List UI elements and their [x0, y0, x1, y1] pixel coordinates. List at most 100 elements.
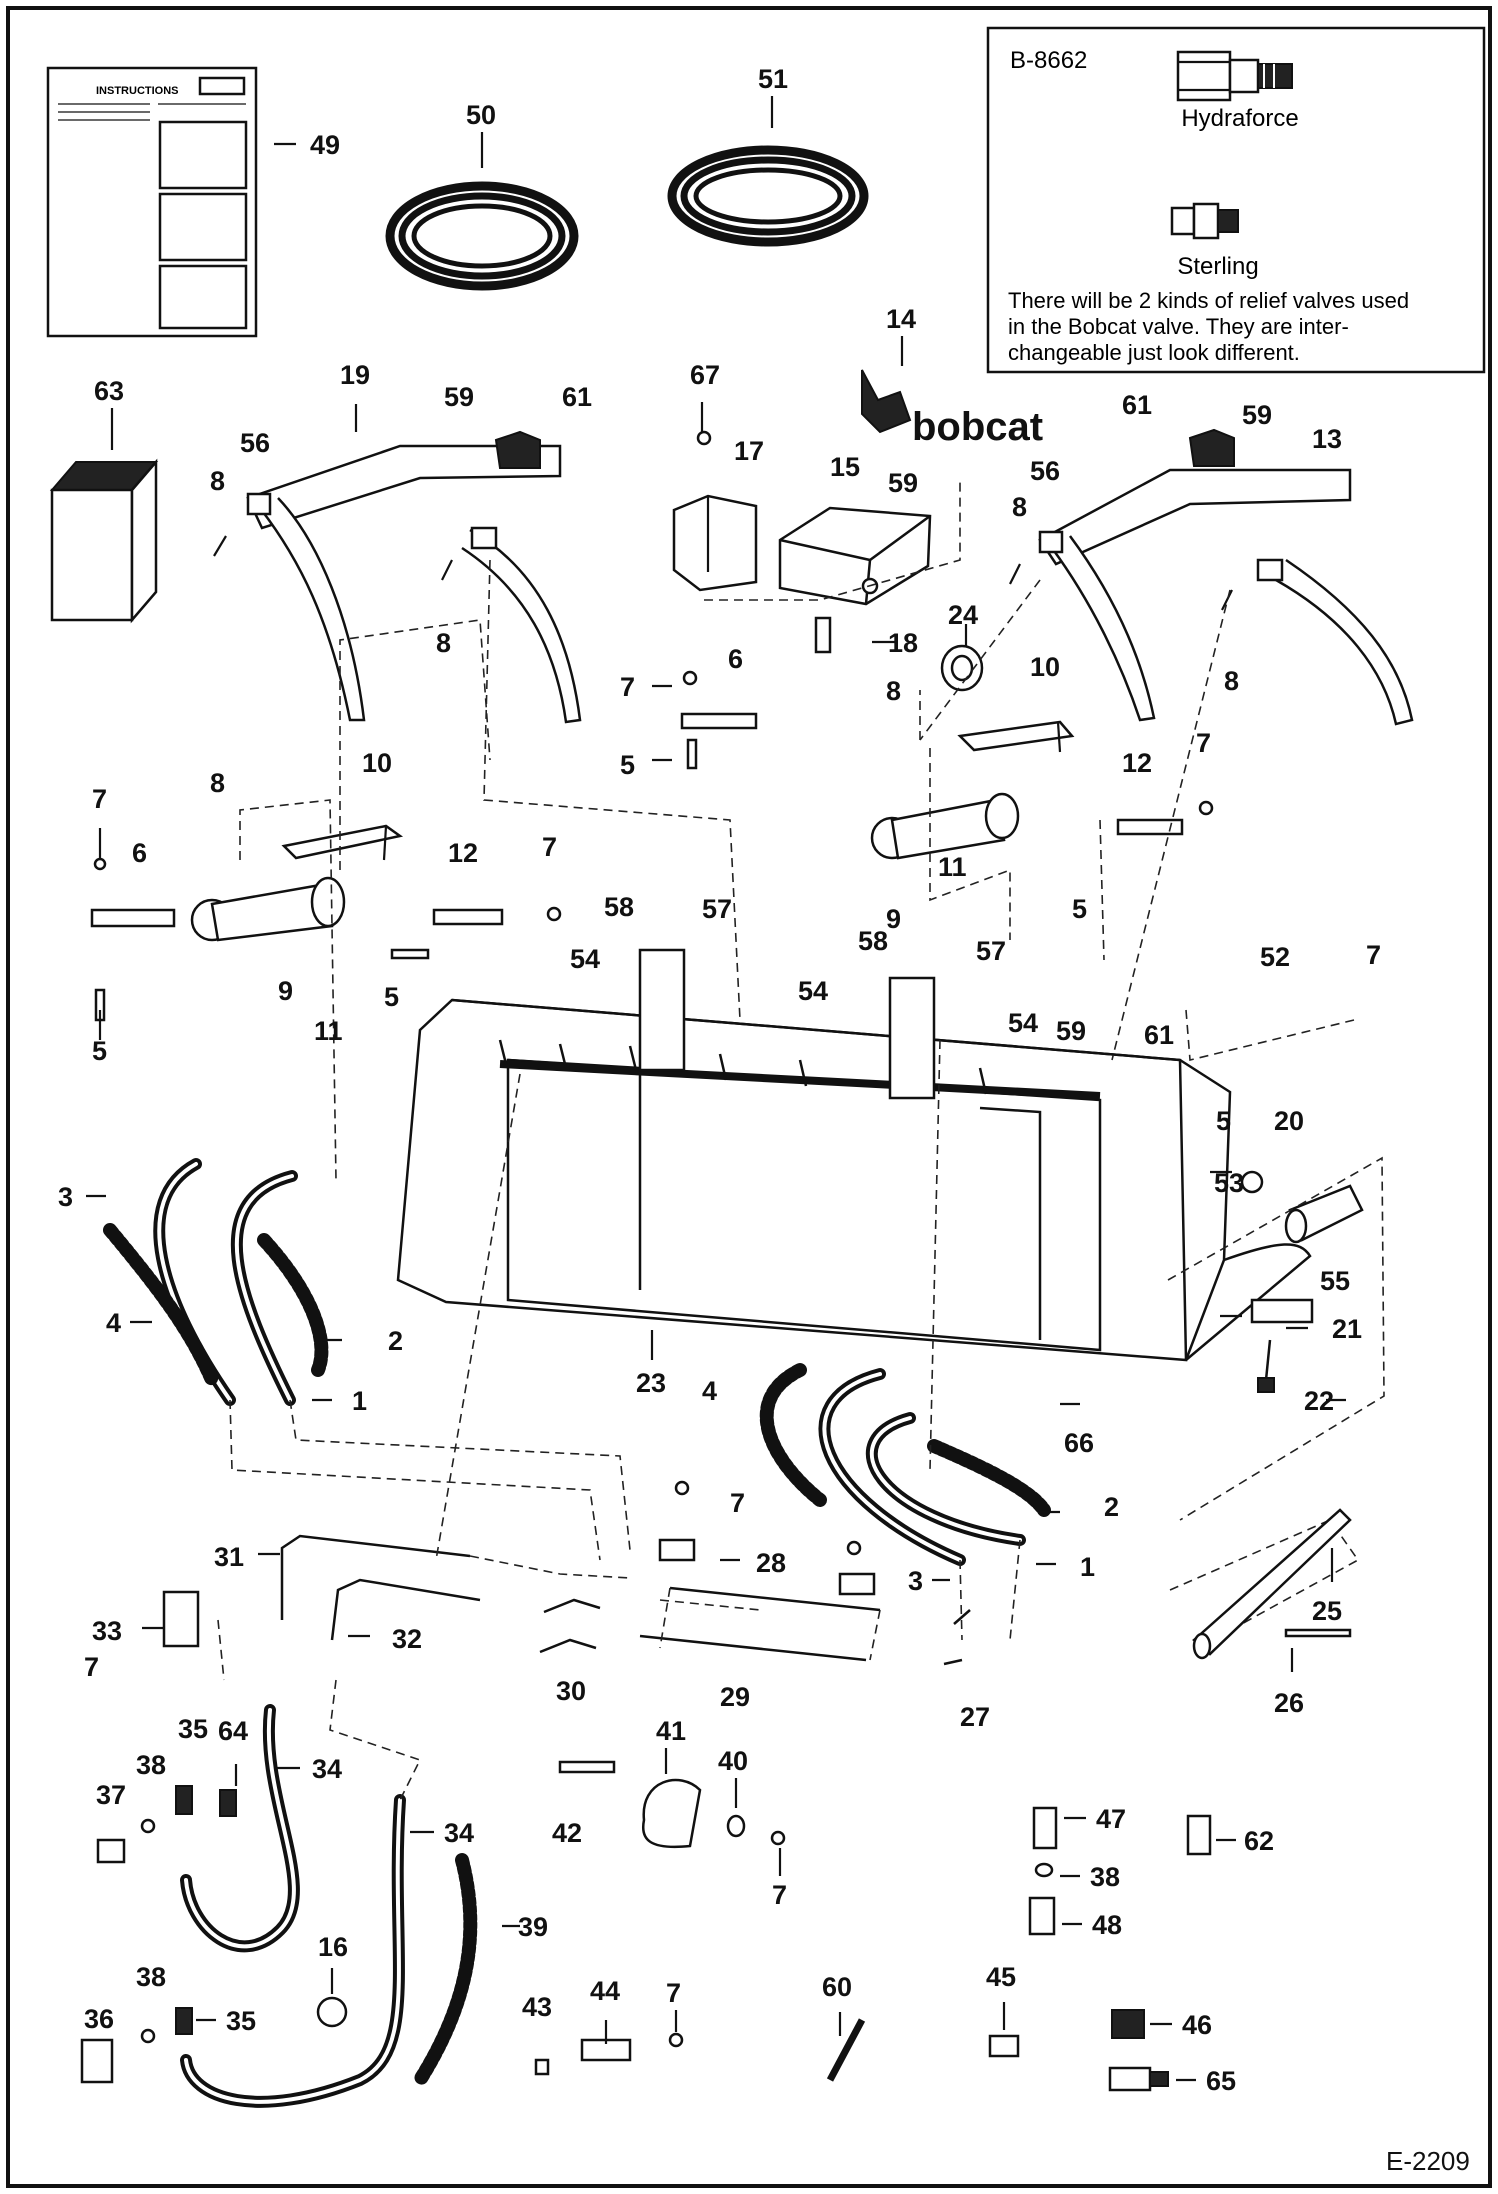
connection-lines [217, 480, 1355, 1801]
callout-8a: 8 [210, 466, 225, 496]
callout-9b: 9 [278, 976, 293, 1006]
callout-2b: 2 [1104, 1492, 1119, 1522]
callout-35b: 35 [226, 2006, 256, 2036]
callout-61b: 61 [1122, 390, 1152, 420]
callout-19: 19 [340, 360, 370, 390]
callout-5a: 5 [620, 750, 635, 780]
callout-42: 42 [552, 1818, 582, 1848]
callout-25: 25 [1312, 1596, 1342, 1626]
callout-38c: 38 [136, 1962, 166, 1992]
callout-5e: 5 [1216, 1106, 1231, 1136]
callout-41: 41 [656, 1716, 686, 1746]
callout-18: 18 [888, 628, 918, 658]
callout-35a: 35 [178, 1714, 208, 1744]
callout-58b: 58 [858, 926, 888, 956]
callout-8d: 8 [1224, 666, 1239, 696]
hoses-right [759, 1363, 1051, 1566]
callout-61a: 61 [562, 382, 592, 412]
callout-13: 13 [1312, 424, 1342, 454]
callout-56b: 56 [1030, 456, 1060, 486]
callout-64: 64 [218, 1716, 248, 1746]
decal-pack [49, 458, 159, 624]
callout-53: 53 [1214, 1168, 1244, 1198]
coupler-hoses [180, 1704, 478, 2108]
cylinder-right [680, 644, 1214, 860]
callout-44: 44 [590, 1976, 620, 2006]
callout-24: 24 [948, 600, 978, 630]
callout-17: 17 [734, 436, 764, 466]
valve-box [778, 506, 932, 654]
leader-lines [86, 96, 1346, 2082]
callout-55: 55 [1320, 1266, 1350, 1296]
callout-3a: 3 [58, 1182, 73, 1212]
callout-1b: 1 [1080, 1552, 1095, 1582]
instructions-sheet: INSTRUCTIONS [46, 66, 258, 338]
callout-59b: 59 [888, 468, 918, 498]
callout-8c: 8 [1012, 492, 1027, 522]
steel-lines [162, 1480, 971, 1666]
callout-57a: 57 [702, 894, 732, 924]
callout-21: 21 [1332, 1314, 1362, 1344]
callout-5d: 5 [92, 1036, 107, 1066]
dashed-group-right [1167, 1156, 1385, 1521]
cylinder-left [90, 824, 562, 1022]
instructions-title: INSTRUCTIONS [96, 85, 179, 97]
callout-34b: 34 [444, 1818, 474, 1848]
handle [558, 1760, 786, 1849]
callout-11b: 11 [314, 1016, 343, 1046]
callout-7d: 7 [542, 832, 557, 862]
callout-12b: 12 [448, 838, 478, 868]
callout-4a: 4 [106, 1308, 121, 1338]
callout-8e: 8 [886, 676, 901, 706]
callout-45: 45 [986, 1962, 1016, 1992]
callout-56a: 56 [240, 428, 270, 458]
inset-title: B-8662 [1010, 47, 1087, 74]
small-fittings [80, 1785, 1212, 2092]
callout-60: 60 [822, 1972, 852, 2002]
callout-6a: 6 [728, 644, 743, 674]
callout-12a: 12 [1122, 748, 1152, 778]
callout-7h: 7 [772, 1880, 787, 1910]
callout-37: 37 [96, 1780, 126, 1810]
callout-7b: 7 [1196, 728, 1211, 758]
hydraforce-label: Hydraforce [1181, 105, 1298, 132]
callout-59c: 59 [1242, 400, 1272, 430]
hose-coil-51 [667, 145, 869, 247]
hoses-left [103, 1158, 329, 1406]
callout-46: 46 [1182, 2010, 1212, 2040]
callout-31: 31 [214, 1542, 244, 1572]
dashed-group-tooth [1169, 1519, 1360, 1649]
bobcat-logo-text: bobcat [912, 405, 1043, 449]
inset-note-3: changeable just look different. [1008, 340, 1300, 365]
callout-30: 30 [556, 1676, 586, 1706]
callout-39: 39 [518, 1912, 548, 1942]
callout-29: 29 [720, 1682, 750, 1712]
callout-27: 27 [960, 1702, 990, 1732]
callout-32: 32 [392, 1624, 422, 1654]
callout-54a: 54 [570, 944, 600, 974]
callout-22: 22 [1304, 1386, 1334, 1416]
callout-9a: 9 [886, 904, 901, 934]
callout-7g: 7 [84, 1652, 99, 1682]
sheet-border [6, 6, 1492, 2188]
cover-plate [672, 430, 758, 592]
callout-50: 50 [466, 100, 496, 130]
sterling-valve-icon [1170, 202, 1239, 240]
callout-7e: 7 [1366, 940, 1381, 970]
callout-43: 43 [522, 1992, 552, 2022]
inset-note-1: There will be 2 kinds of relief valves u… [1008, 288, 1409, 313]
hose-guide-tube [1240, 1170, 1364, 1393]
callout-1a: 1 [352, 1386, 367, 1416]
callout-58a: 58 [604, 892, 634, 922]
callout-59d: 59 [1056, 1016, 1086, 1046]
callout-numbers: 49 50 51 14 63 19 59 61 56 8 8 67 17 15 … [58, 64, 1381, 2096]
callout-20: 20 [1274, 1106, 1304, 1136]
callout-16: 16 [318, 1932, 348, 1962]
callout-63: 63 [94, 376, 124, 406]
callout-67: 67 [690, 360, 720, 390]
callout-2a: 2 [388, 1326, 403, 1356]
callout-7f: 7 [730, 1488, 745, 1518]
callout-4b: 4 [702, 1376, 717, 1406]
callout-57b: 57 [976, 936, 1006, 966]
